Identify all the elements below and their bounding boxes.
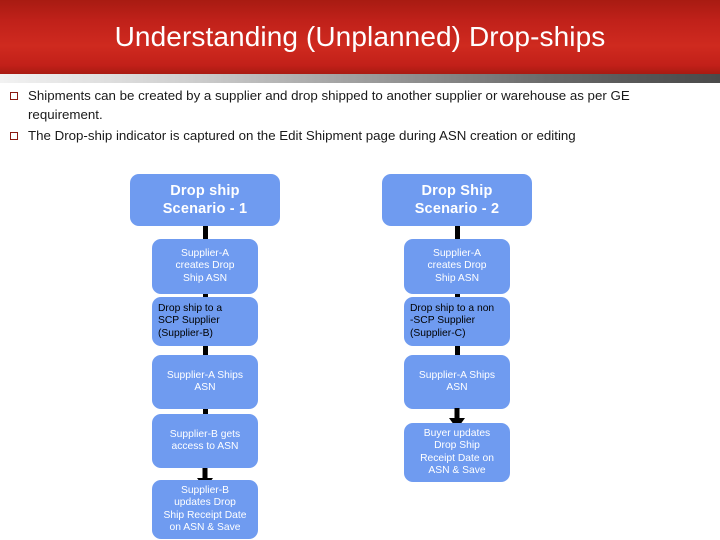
drop-ship-flow-diagram: Drop ship Scenario - 1 Supplier-A create… bbox=[0, 174, 720, 540]
flow-step-2-4: Buyer updates Drop Ship Receipt Date on … bbox=[404, 423, 510, 482]
slide-header-banner: Understanding (Unplanned) Drop-ships bbox=[0, 0, 720, 74]
page-title: Understanding (Unplanned) Drop-ships bbox=[114, 21, 606, 52]
flow-title-scenario-1: Drop ship Scenario - 1 bbox=[130, 174, 280, 226]
connector-bar bbox=[203, 346, 208, 358]
flow-step-2-2: Drop ship to a non -SCP Supplier (Suppli… bbox=[404, 297, 510, 346]
flow-title-scenario-2: Drop Ship Scenario - 2 bbox=[382, 174, 532, 226]
header-gradient-divider bbox=[0, 74, 720, 83]
list-item: The Drop-ship indicator is captured on t… bbox=[0, 126, 720, 145]
flow-step-1-5: Supplier-B updates Drop Ship Receipt Dat… bbox=[152, 480, 258, 539]
square-bullet-icon bbox=[0, 126, 28, 140]
bullet-list: Shipments can be created by a supplier a… bbox=[0, 86, 720, 147]
flow-step-2-1: Supplier-A creates Drop Ship ASN bbox=[404, 239, 510, 294]
bullet-text: Shipments can be created by a supplier a… bbox=[28, 88, 630, 122]
bullet-text: The Drop-ship indicator is captured on t… bbox=[28, 128, 576, 143]
connector-bar bbox=[455, 346, 460, 358]
flow-step-1-3: Supplier-A Ships ASN bbox=[152, 355, 258, 409]
down-arrow-icon bbox=[194, 468, 216, 490]
list-item: Shipments can be created by a supplier a… bbox=[0, 86, 720, 124]
flow-step-1-2: Drop ship to a SCP Supplier (Supplier-B) bbox=[152, 297, 258, 346]
connector-bar bbox=[455, 226, 460, 239]
square-bullet-icon bbox=[0, 86, 28, 100]
flow-step-1-4: Supplier-B gets access to ASN bbox=[152, 414, 258, 468]
flow-step-2-3: Supplier-A Ships ASN bbox=[404, 355, 510, 409]
flow-step-1-1: Supplier-A creates Drop Ship ASN bbox=[152, 239, 258, 294]
down-arrow-icon bbox=[446, 408, 468, 430]
connector-bar bbox=[203, 226, 208, 239]
